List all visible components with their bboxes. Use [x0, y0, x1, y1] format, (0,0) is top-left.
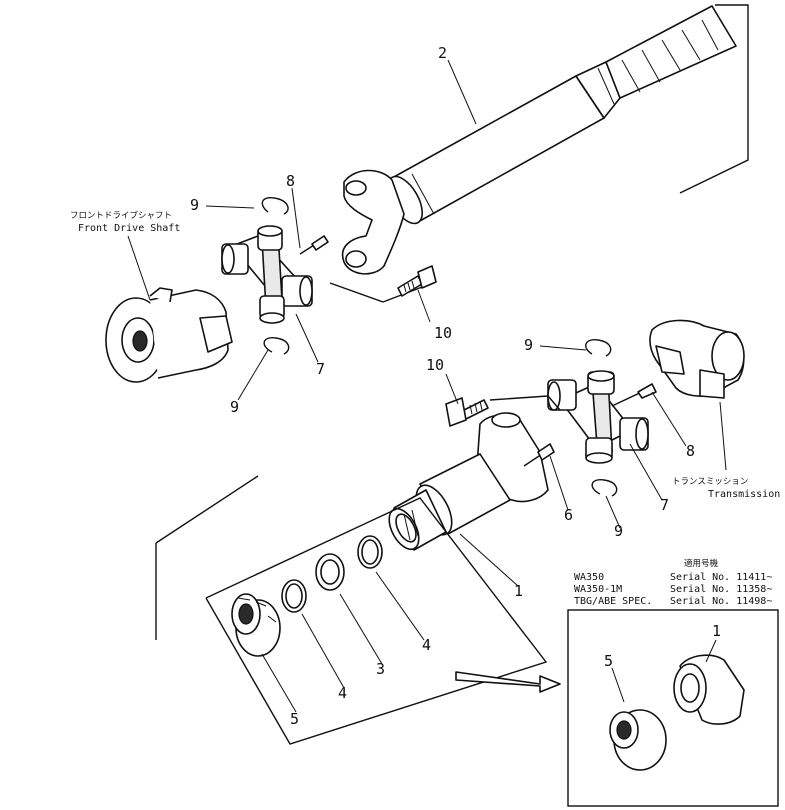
transmission-flange	[649, 319, 745, 399]
callout-8-right: 8	[686, 442, 695, 460]
inset-callout-1: 1	[712, 622, 721, 640]
left-snap-rings	[261, 197, 290, 355]
callout-9-upper-left: 9	[190, 196, 199, 214]
callout-9-lower-left: 9	[230, 398, 239, 416]
slip-yoke-shaft	[388, 412, 549, 551]
serial-row-2-serial: Serial No. 11358~	[670, 584, 772, 595]
callout-2: 2	[438, 44, 447, 62]
serial-table-header: 適用号機	[684, 558, 719, 569]
inset-box	[567, 609, 779, 807]
lower-rings	[281, 535, 383, 613]
inset-callout-5: 5	[604, 652, 613, 670]
serial-row-1-serial: Serial No. 11411~	[670, 572, 772, 583]
callout-6: 6	[564, 506, 573, 524]
slip-nut	[231, 593, 281, 657]
callout-10-lower: 10	[426, 356, 444, 374]
front-drive-shaft-flange	[105, 287, 233, 383]
callout-4-left: 4	[338, 684, 347, 702]
drive-shaft-tube	[387, 5, 737, 225]
front-drive-shaft-label-en: Front Drive Shaft	[78, 223, 180, 234]
callout-leaders	[127, 59, 727, 713]
callout-9-upper-right: 9	[524, 336, 533, 354]
front-drive-shaft-label-jp: フロントドライブシャフト	[70, 210, 172, 221]
callout-3: 3	[376, 660, 385, 678]
callout-9-lower-right: 9	[614, 522, 623, 540]
right-snap-rings	[585, 339, 618, 497]
drive-shaft-yoke	[341, 169, 405, 275]
callout-7-right: 7	[660, 496, 669, 514]
callout-5: 5	[290, 710, 299, 728]
upper-bolt	[397, 265, 437, 297]
callout-7-left: 7	[316, 360, 325, 378]
serial-row-3-serial: Serial No. 11498~	[670, 596, 772, 607]
left-grease-fitting	[299, 235, 329, 255]
serial-table: 適用号機 WA350 Serial No. 11411~ WA350-1M Se…	[574, 558, 772, 607]
right-universal-joint	[547, 370, 649, 464]
transmission-label-jp: トランスミッション	[672, 477, 748, 487]
left-universal-joint	[221, 225, 313, 324]
inset-arrow	[455, 671, 561, 693]
center-grease-fitting	[523, 443, 555, 467]
callout-8-left: 8	[286, 172, 295, 190]
transmission-label-en: Transmission	[708, 489, 780, 500]
right-grease-fitting	[611, 383, 657, 407]
lower-bolt-leader-2	[547, 395, 561, 411]
callout-1: 1	[514, 582, 523, 600]
lower-group-outline	[155, 475, 548, 745]
callout-4-right: 4	[422, 636, 431, 654]
callout-10-upper: 10	[434, 324, 452, 342]
lower-bolt-leader	[489, 395, 549, 401]
serial-row-2-model: WA350-1M	[574, 584, 622, 595]
lower-bolt	[445, 397, 489, 427]
serial-row-1-model: WA350	[574, 572, 604, 583]
serial-row-3-model: TBG/ABE SPEC.	[574, 596, 652, 607]
